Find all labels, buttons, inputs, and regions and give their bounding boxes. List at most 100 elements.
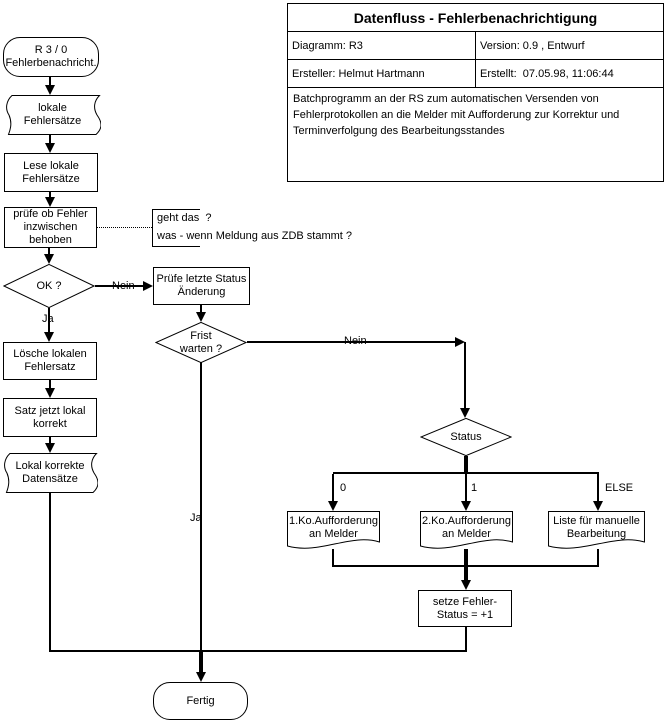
title-block-row-1: Diagramm: R3 Version: 0.9 , Entwurf [288,32,663,60]
decision-frist: Frist warten ? [155,322,247,363]
title-block-row-2: Ersteller: Helmut Hartmann Erstellt: 07.… [288,60,663,88]
process-lese-lokale-label: Lese lokale Fehlersätze [22,159,80,185]
arrowhead-down-icon [196,672,206,682]
description-cell: Batchprogramm an der RS zum automatische… [293,93,620,137]
process-pruefe-behoben: prüfe ob Fehler inzwischen behoben [4,207,97,248]
arrowhead-down-icon [45,197,55,207]
edge-label-status-else: ELSE [605,482,634,494]
decision-ok-label: OK ? [36,279,62,292]
process-satz-korrekt-label: Satz jetzt lokal korrekt [14,404,86,430]
version-cell: Version: 0.9 , Entwurf [480,39,585,52]
arrowhead-down-icon [45,143,55,153]
arrowhead-down-icon [593,501,603,511]
start-terminator-label: R 3 / 0 Fehlerbenachricht. [5,44,97,69]
connector-branch-else [597,474,599,502]
tape-document-shape [4,95,101,135]
edge-label-nein-ok: Nein [112,280,135,292]
connector-frist-nein-v [464,342,466,409]
edge-label-status-1: 1 [471,482,478,494]
doc-lokale-fehlersaetze: lokale Fehlersätze [4,95,101,135]
arrowhead-down-icon [45,85,55,95]
connector-status-frist [200,305,202,313]
arrowhead-right-icon [143,281,153,291]
arrowhead-down-icon [461,501,471,511]
connector-lese-pruefe [49,192,51,199]
tape-document-shape [2,453,98,493]
process-setze-status: setze Fehler- Status = +1 [418,590,512,627]
decision-status: Status [420,418,512,456]
arrowhead-down-icon [44,332,54,342]
arrowhead-down-icon [44,254,54,264]
doc-lokale-fehlersaetze-label: lokale Fehlersätze [23,102,82,127]
doc-lokal-korrekte-label: Lokal korrekte Datensätze [15,460,85,485]
document-shape [287,511,380,551]
doc-manuelle-liste-label: Liste für manuelle Bearbeitung [553,515,640,540]
arrowhead-down-icon [45,388,55,398]
diamond-shape [155,322,247,363]
arrowhead-down-icon [45,443,55,453]
diamond-shape [420,418,512,456]
connector-ok-ja [48,308,50,333]
creator-cell: Ersteller: Helmut Hartmann [288,60,476,87]
connector-branch-0 [332,474,334,502]
edge-label-ja-frist: Ja [190,512,202,524]
annotation-line-1: geht das ? [157,212,212,224]
process-loesche-label: Lösche lokalen Fehlersatz [13,348,87,373]
connector-status-splitter [464,456,468,473]
arrowhead-down-icon [196,312,206,322]
process-satz-korrekt: Satz jetzt lokal korrekt [3,398,97,437]
bottom-collector-line [49,650,467,652]
doc-zweite-aufforderung: 2.Ko.Aufforderung an Melder [420,511,513,551]
doc-lokal-korrekte: Lokal korrekte Datensätze [2,453,98,493]
connector-doc-lese [49,135,51,144]
annotation-dotted-line [97,227,152,228]
connector-branch-1 [465,474,467,502]
decision-status-label: Status [450,430,482,443]
start-terminator: R 3 / 0 Fehlerbenachricht. [3,37,99,77]
doc-erste-aufforderung: 1.Ko.Aufforderung an Melder [287,511,380,551]
annotation-line-2: was - wenn Meldung aus ZDB stammt ? [157,230,353,242]
end-terminator: Fertig [153,682,248,720]
process-pruefe-status: Prüfe letzte Status Änderung [153,267,250,305]
collector-line [333,565,599,567]
connector-setze-down [465,627,467,652]
edge-label-status-0: 0 [340,482,347,494]
process-loesche: Lösche lokalen Fehlersatz [3,342,97,380]
decision-ok: OK ? [3,264,95,308]
splitter-line [333,472,599,474]
annotation-bracket [152,209,200,247]
edge-label-nein-frist: Nein [344,335,367,347]
connector-start-doc [49,77,51,86]
connector-doc1-collector [332,549,334,567]
end-terminator-label: Fertig [186,694,215,707]
edge-label-ja-ok: Ja [42,313,54,325]
arrowhead-down-icon [461,580,471,590]
diagram-title: Datenfluss - Fehlerbenachrichtigung [288,4,663,32]
diamond-shape [3,264,95,308]
connector-ok-nein [95,285,143,287]
doc-zweite-aufforderung-label: 2.Ko.Aufforderung an Melder [421,515,512,540]
created-cell: Erstellt: 07.05.98, 11:06:44 [480,67,614,80]
process-pruefe-status-label: Prüfe letzte Status Änderung [156,273,247,298]
connector-doc3-collector [597,549,599,567]
connector-collector-setze [464,567,468,581]
doc-manuelle-liste: Liste für manuelle Bearbeitung [548,511,645,551]
connector-loesche-satz [49,380,51,389]
connector-into-fertig [199,651,203,673]
arrowhead-down-icon [460,408,470,418]
connector-doc2-collector [464,549,468,567]
arrowhead-down-icon [328,501,338,511]
process-lese-lokale: Lese lokale Fehlersätze [4,153,98,192]
connector-frist-nein-h [247,341,456,343]
connector-frist-ja [200,362,202,651]
connector-satz-doc [49,437,51,445]
document-shape [548,511,645,551]
decision-frist-label: Frist warten ? [179,329,223,355]
doc-erste-aufforderung-label: 1.Ko.Aufforderung an Melder [288,515,379,540]
connector-dockorrekt-down [49,493,51,652]
arrowhead-right-icon [455,337,465,347]
diagram-name-cell: Diagramm: R3 [288,32,476,59]
document-shape [420,511,513,551]
connector-pruefe-ok [48,248,50,256]
